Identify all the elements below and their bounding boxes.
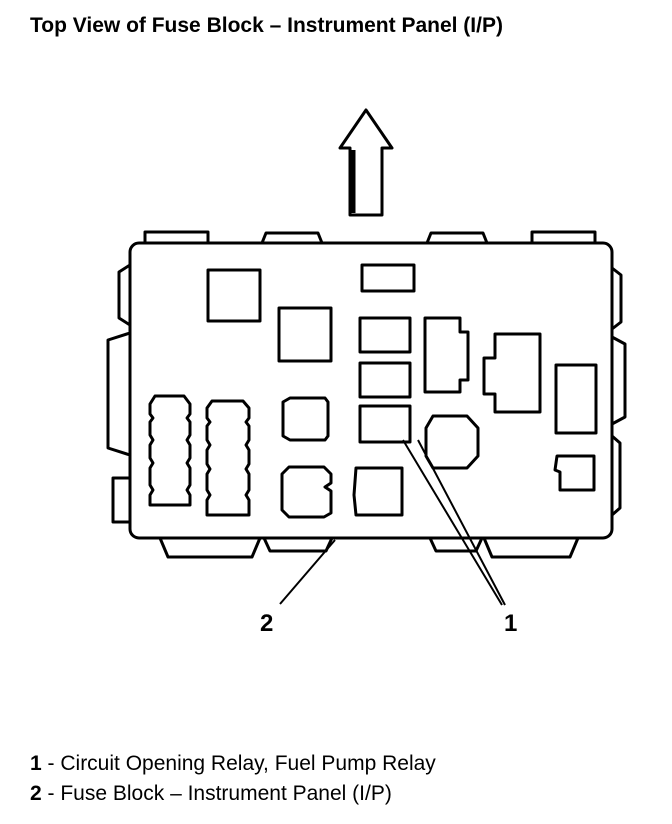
circuit-opening-relay (358, 404, 412, 444)
fuse-block-body (128, 241, 614, 540)
direction-arrow (338, 108, 394, 217)
legend-item-text: Circuit Opening Relay, Fuel Pump Relay (60, 752, 436, 775)
left-tab (106, 331, 131, 457)
bottom-tab (158, 537, 262, 559)
diagram-title: Top View of Fuse Block – Instrument Pane… (30, 14, 503, 37)
relay-socket (280, 465, 333, 519)
relay-socket (352, 466, 404, 517)
fuel-pump-relay (423, 316, 470, 394)
legend-item-number: 2 (30, 782, 42, 805)
bottom-tab (482, 537, 580, 559)
left-tab (117, 263, 131, 327)
leader-line-1-secondary (417, 439, 506, 606)
fuse-socket (360, 263, 416, 293)
top-tab (425, 231, 489, 244)
relay-socket (206, 268, 262, 323)
legend-item: 2 - Fuse Block – Instrument Panel (I/P) (30, 779, 436, 809)
bottom-tab (428, 537, 484, 553)
fuse-socket (358, 361, 412, 399)
right-tab (611, 335, 627, 426)
left-connector (148, 394, 192, 507)
top-tab (260, 231, 324, 244)
leader-line-2 (279, 539, 336, 605)
legend-item-separator: - (41, 782, 61, 805)
legend-item-separator: - (41, 752, 61, 775)
callout-1-label: 1 (504, 610, 518, 637)
fuse-socket (358, 316, 412, 354)
right-tab (611, 266, 623, 331)
top-tab (143, 230, 210, 243)
left-connector (205, 399, 251, 517)
left-tab (111, 476, 130, 524)
round-socket (424, 414, 480, 470)
relay-socket (554, 363, 598, 435)
relay-socket (482, 332, 542, 414)
relay-socket (277, 306, 333, 363)
right-tab (611, 434, 622, 517)
legend-item-number: 1 (30, 752, 42, 775)
relay-socket (281, 396, 330, 442)
relay-socket (553, 454, 596, 492)
bottom-tab (262, 537, 334, 553)
leader-line-1 (402, 439, 503, 606)
callout-2-label: 2 (260, 610, 274, 637)
legend: 1 - Circuit Opening Relay, Fuel Pump Rel… (30, 749, 436, 809)
top-tab (530, 230, 597, 243)
legend-item: 1 - Circuit Opening Relay, Fuel Pump Rel… (30, 749, 436, 779)
legend-item-text: Fuse Block – Instrument Panel (I/P) (60, 782, 392, 805)
